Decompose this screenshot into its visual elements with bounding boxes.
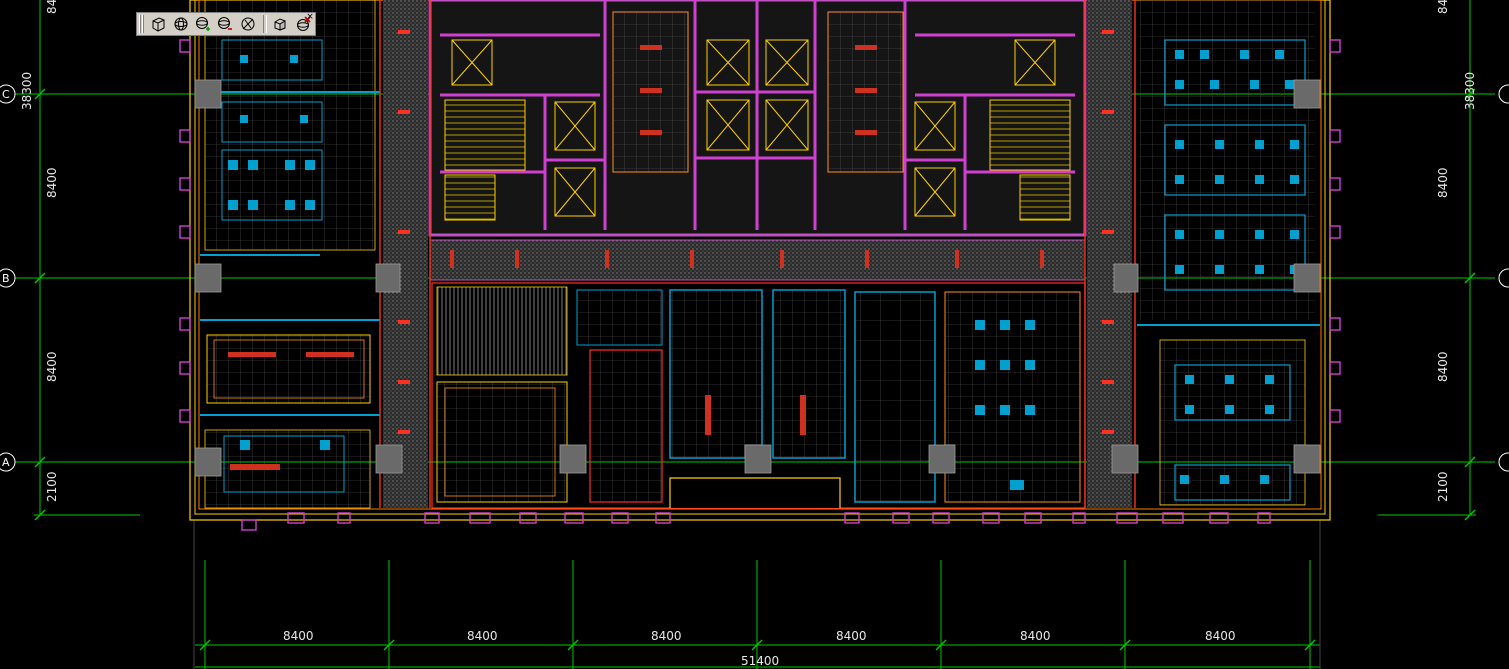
orbit-toolbar[interactable]: × [136,12,316,36]
remove-view-icon[interactable] [293,14,313,34]
toolbar-separator [263,15,268,33]
axis-label-c: C [2,88,10,101]
orbit-subtract-icon[interactable] [215,14,235,34]
dim-left-1: 8400 [45,0,59,14]
face-view-icon[interactable] [270,14,290,34]
dim-left-4: 2100 [45,471,59,502]
south-rooms [431,282,1086,509]
axis-label-a: A [2,456,10,469]
axis-bubble-c [0,84,16,104]
toolbar-grip[interactable] [139,15,145,33]
orbit-add-icon[interactable] [193,14,213,34]
cube-view-icon[interactable] [148,14,168,34]
dim-right-total: 38300 [1463,72,1477,110]
axis-bubble-b [0,268,16,288]
dim-left-2: 8400 [45,167,59,198]
free-orbit-icon[interactable] [238,14,258,34]
dim-bottom-1: 8400 [283,629,314,643]
axis-label-b: B [2,272,10,285]
core-area [428,0,1087,281]
dim-bottom-total: 51400 [741,654,779,668]
dim-right-4: 2100 [1436,471,1450,502]
dim-right-2: 8400 [1436,167,1450,198]
dim-right-1: 8400 [1436,0,1450,14]
dim-bottom-5: 8400 [1020,629,1051,643]
dim-left-3: 8400 [45,351,59,382]
dim-left-total: 38300 [20,72,34,110]
axis-bubbles [0,84,1509,472]
dim-bottom-6: 8400 [1205,629,1236,643]
corridors [379,0,1136,508]
right-wing [1137,0,1320,506]
axis-bubble-a [0,452,16,472]
building-envelope [189,0,1331,521]
dim-bottom-2: 8400 [467,629,498,643]
orbit-icon[interactable] [170,14,190,34]
dim-bottom-3: 8400 [651,629,682,643]
facade-piers [179,39,1341,531]
structural-columns [194,79,1321,477]
dim-bottom-4: 8400 [836,629,867,643]
toolbar-close-button[interactable]: × [306,12,314,22]
dim-right-3: 8400 [1436,351,1450,382]
left-wing [200,0,380,509]
